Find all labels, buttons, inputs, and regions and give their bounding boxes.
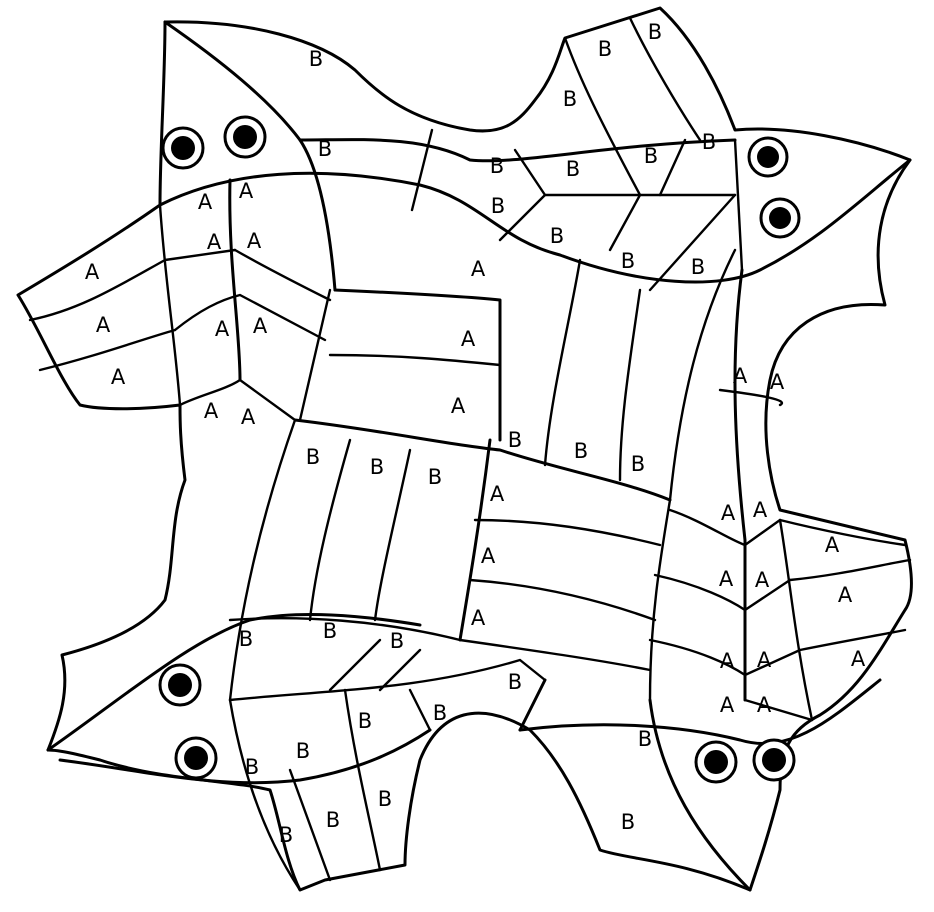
label-a: A (471, 257, 486, 281)
label-a: A (461, 327, 476, 351)
label-a: A (451, 394, 466, 418)
label-b: B (691, 255, 705, 279)
label-a: A (720, 693, 735, 717)
label-a: A (471, 606, 486, 630)
label-b: B (491, 194, 505, 218)
label-b: B (378, 787, 392, 811)
label-a: A (207, 230, 222, 254)
eye-icon (761, 199, 799, 237)
label-a: A (755, 568, 770, 592)
label-b: B (358, 709, 372, 733)
label-b: B (428, 465, 442, 489)
label-b: B (621, 249, 635, 273)
eye-icon (696, 742, 736, 782)
label-a: A (720, 649, 735, 673)
label-b: B (279, 823, 293, 847)
label-a: A (253, 314, 268, 338)
label-b: B (508, 428, 522, 452)
label-a: A (719, 567, 734, 591)
eye-icon (163, 128, 203, 168)
label-b: B (508, 670, 522, 694)
label-b: B (390, 629, 404, 653)
label-b: B (574, 439, 588, 463)
label-a: A (490, 482, 505, 506)
label-a: A (851, 647, 866, 671)
label-b: B (318, 137, 332, 161)
label-b: B (309, 47, 323, 71)
label-a: A (721, 501, 736, 525)
label-a: A (733, 364, 748, 388)
label-b: B (306, 445, 320, 469)
label-b: B (702, 130, 716, 154)
label-a: A (198, 190, 213, 214)
label-b: B (638, 727, 652, 751)
label-a: A (770, 370, 785, 394)
label-a: A (481, 544, 496, 568)
label-b: B (245, 755, 259, 779)
label-a: A (111, 365, 126, 389)
label-a: A (757, 648, 772, 672)
labels-b: B B B B B B B B B B B B B B B B B B B B … (239, 20, 716, 847)
label-b: B (563, 87, 577, 111)
label-b: B (239, 627, 253, 651)
label-a: A (215, 317, 230, 341)
eye-icon (754, 740, 794, 780)
label-b: B (644, 144, 658, 168)
label-b: B (326, 808, 340, 832)
eye-icon (225, 117, 265, 157)
label-b: B (631, 452, 645, 476)
label-a: A (96, 313, 111, 337)
label-a: A (825, 533, 840, 557)
label-a: A (85, 260, 100, 284)
label-b: B (648, 20, 662, 44)
label-b: B (621, 810, 635, 834)
central-block-top (335, 290, 500, 440)
label-b: B (370, 455, 384, 479)
eyes (160, 117, 799, 782)
label-b: B (550, 224, 564, 248)
eye-icon (749, 138, 787, 176)
label-a: A (247, 229, 262, 253)
fish-top-right-upper (300, 140, 735, 161)
label-b: B (323, 619, 337, 643)
label-a: A (239, 179, 254, 203)
label-b: B (598, 37, 612, 61)
label-a: A (838, 583, 853, 607)
label-a: A (241, 405, 256, 429)
label-a: A (757, 693, 772, 717)
eye-icon (176, 738, 216, 778)
label-b: B (296, 739, 310, 763)
label-b: B (433, 701, 447, 725)
eye-icon (160, 665, 200, 705)
label-a: A (204, 399, 219, 423)
label-b: B (490, 154, 504, 178)
label-a: A (753, 498, 768, 522)
fish-top-spine (230, 180, 240, 380)
label-b: B (566, 157, 580, 181)
